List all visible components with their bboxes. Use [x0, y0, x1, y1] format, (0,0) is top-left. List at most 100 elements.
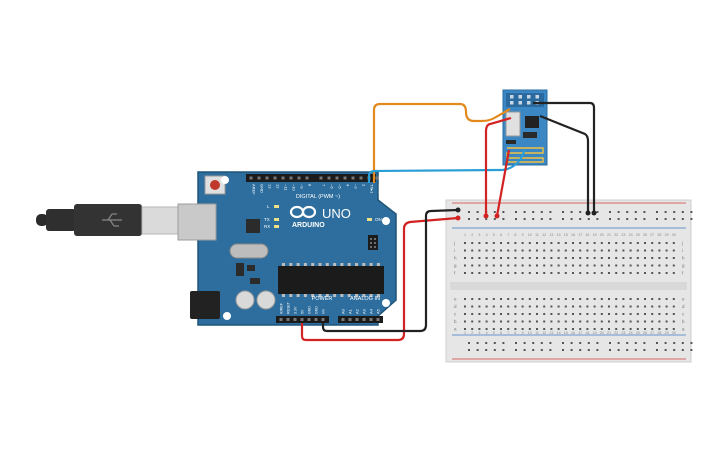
column-number: 5 — [493, 233, 495, 237]
led-tx — [274, 218, 279, 221]
header-pin-hole — [289, 176, 293, 180]
mount-hole — [223, 312, 231, 320]
analog-pin-label: A0 — [341, 308, 346, 314]
analog-pin-label: A2 — [355, 308, 360, 314]
arduino-model: UNO — [322, 206, 351, 221]
column-number: 28 — [657, 233, 661, 237]
column-number: 14 — [557, 233, 561, 237]
header-pin-hole — [376, 318, 380, 321]
row-label: a — [454, 327, 457, 332]
header-pin-hole — [341, 318, 345, 321]
column-number: 2 — [471, 331, 473, 335]
column-number: 24 — [629, 331, 633, 335]
atmega-chip — [278, 266, 384, 294]
header-pin-hole — [297, 176, 301, 180]
column-number: 13 — [549, 331, 553, 335]
column-number: 8 — [514, 331, 516, 335]
column-number: 19 — [593, 233, 597, 237]
digital-pin-label: 8 — [308, 184, 313, 187]
wire-orange[interactable] — [372, 102, 511, 183]
header-pin-hole — [362, 318, 366, 321]
column-number: 4 — [486, 331, 488, 335]
power-label: POWER — [312, 296, 333, 302]
header-pin-hole — [314, 318, 318, 321]
row-label: b — [682, 319, 685, 324]
usb-cable[interactable] — [36, 204, 179, 236]
column-number: 4 — [486, 233, 488, 237]
wire-black-esp-gpio[interactable] — [539, 114, 590, 213]
esp-flash-chip — [505, 111, 521, 137]
header-pin-hole — [305, 176, 309, 180]
column-number: 30 — [672, 331, 676, 335]
center-channel — [450, 282, 687, 290]
digital-pin-label: ~9 — [300, 184, 305, 189]
row-label: h — [454, 256, 457, 261]
wire-black-esp-gnd[interactable] — [533, 101, 596, 213]
digital-pin-label: GND — [260, 184, 265, 193]
breadboard-body — [445, 199, 692, 363]
column-number: 16 — [571, 331, 575, 335]
header-pin-hole — [257, 176, 261, 180]
usb-cable-end — [36, 214, 48, 226]
digital-pin-label: 7 — [322, 184, 327, 187]
analog-header — [338, 316, 383, 323]
esp01-wifi-module[interactable] — [502, 89, 548, 166]
wire-red-esp-en[interactable] — [495, 149, 511, 217]
wire-blue[interactable] — [367, 149, 526, 183]
analog-pin-label: A1 — [348, 308, 353, 314]
header-pin-hole — [273, 176, 277, 180]
header-pin-hole — [359, 176, 363, 180]
row-label: i — [682, 248, 683, 253]
row-label: e — [454, 297, 457, 302]
row-label: c — [682, 312, 685, 317]
wire-black-gnd[interactable] — [321, 208, 459, 333]
digital-pin-label: 2 — [362, 184, 367, 187]
digital-pin-label: RX◂0 — [378, 184, 383, 195]
mount-hole — [382, 217, 390, 225]
row-label: i — [454, 248, 455, 253]
column-number: 25 — [636, 331, 640, 335]
header-pin-hole — [319, 176, 323, 180]
wire-red-5v[interactable] — [300, 216, 459, 342]
column-number: 12 — [542, 233, 546, 237]
header-pin-hole — [375, 176, 379, 180]
mount-hole — [221, 176, 229, 184]
led-tx-label: TX — [264, 217, 270, 222]
smd-part — [250, 278, 260, 284]
reset-button-cap[interactable] — [210, 180, 220, 190]
column-number: 5 — [493, 331, 495, 335]
digital-pin-label: ~11 — [284, 184, 289, 191]
column-number: 17 — [578, 331, 582, 335]
header-pin-hole — [351, 176, 355, 180]
header-pin-hole — [249, 176, 253, 180]
row-label: a — [682, 327, 685, 332]
mount-hole — [382, 299, 390, 307]
digital-header — [246, 174, 376, 182]
header-pin-hole — [348, 318, 352, 321]
column-number: 14 — [557, 331, 561, 335]
usb-socket — [177, 203, 217, 241]
digital-pin-label: ~6 — [330, 184, 335, 189]
row-label: d — [682, 304, 685, 309]
smd-part — [247, 265, 255, 271]
header-pin-hole — [307, 318, 311, 321]
row-label: g — [682, 263, 685, 268]
column-number: 3 — [478, 233, 480, 237]
row-label: c — [454, 312, 457, 317]
led-l — [274, 205, 279, 208]
led-on-label: ON — [375, 217, 382, 222]
digital-pin-label: ~5 — [338, 184, 343, 189]
digital-pin-label: TX▸1 — [370, 184, 375, 194]
row-label: d — [454, 304, 457, 309]
wire-red-esp-vcc[interactable] — [484, 116, 512, 216]
column-number: 3 — [478, 331, 480, 335]
digital-pin-label: ~10 — [292, 184, 297, 192]
column-number: 9 — [522, 331, 524, 335]
column-number: 1 — [464, 233, 466, 237]
column-number: 22 — [614, 331, 618, 335]
